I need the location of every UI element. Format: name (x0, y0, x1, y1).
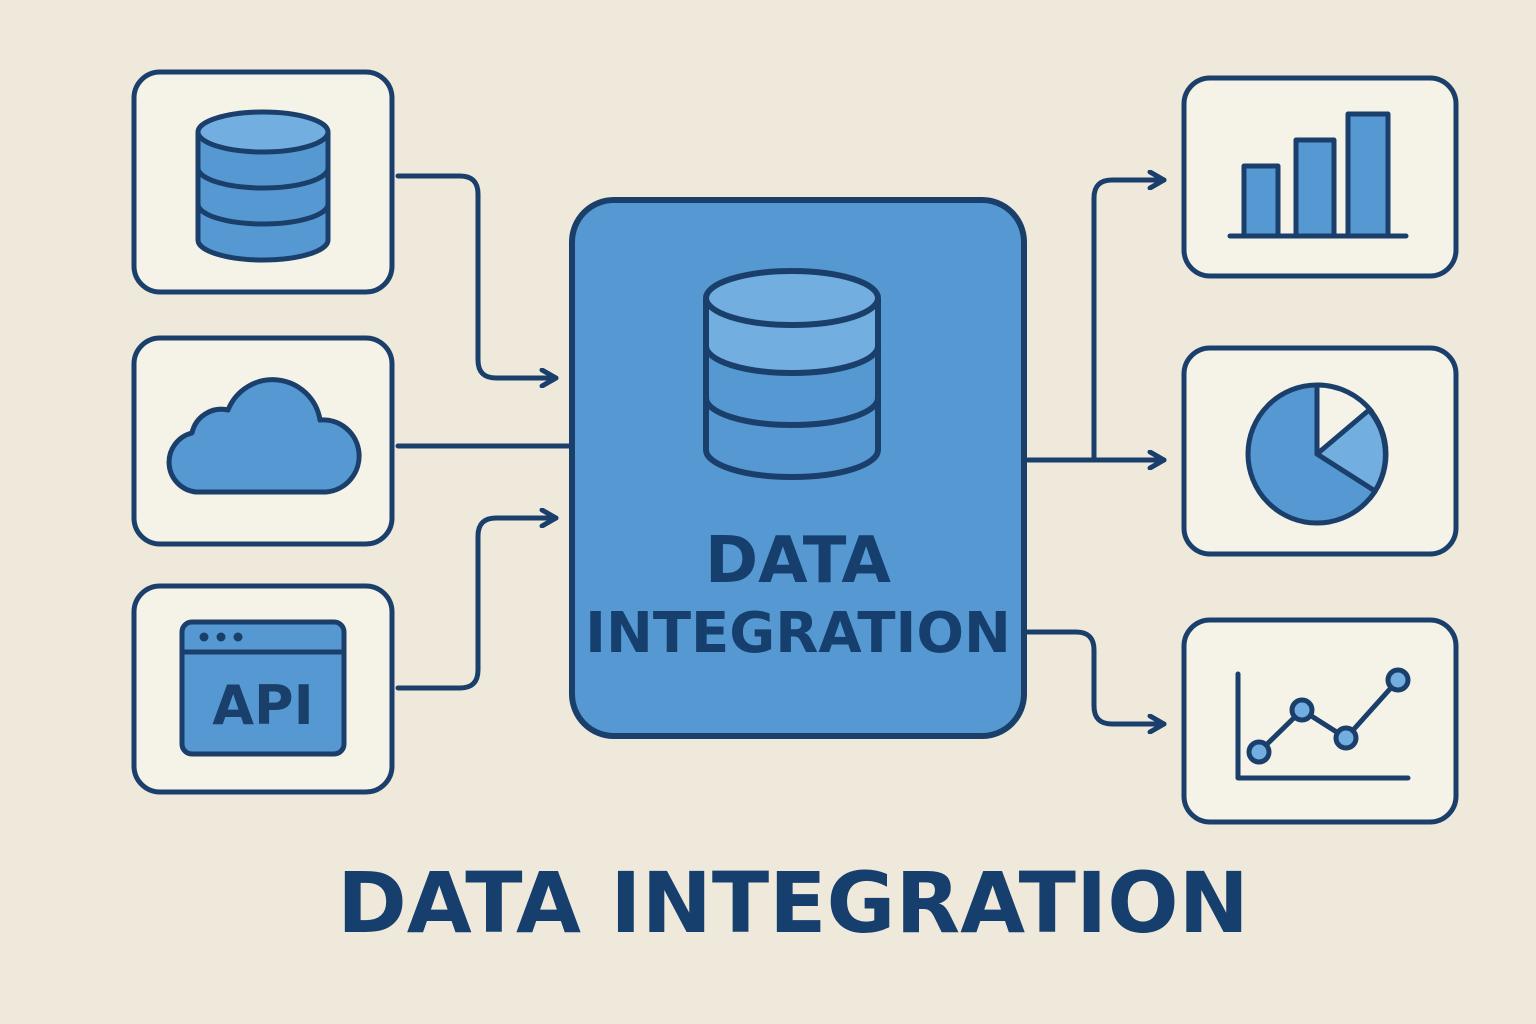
integration-hub: DATA INTEGRATION (569, 197, 1027, 739)
hub-database-icon (703, 268, 881, 480)
source-card-cloud (131, 335, 395, 547)
connector-api-to-hub (395, 518, 559, 691)
line-chart-icon (1235, 667, 1411, 781)
cloud-icon (166, 377, 362, 495)
output-card-pie-chart (1181, 345, 1459, 557)
pie-chart-icon (1245, 382, 1389, 526)
hub-title-line2: INTEGRATION (585, 601, 1011, 666)
connector-database-to-hub (395, 173, 559, 378)
connectors (395, 173, 1167, 724)
output-card-line-chart (1181, 617, 1459, 825)
caption-title: DATA INTEGRATION (337, 854, 1249, 952)
database-icon (195, 109, 331, 263)
source-card-database (131, 69, 395, 295)
source-card-api: API (131, 583, 395, 795)
bar-chart-icon (1227, 111, 1409, 239)
api-window-icon: API (179, 619, 347, 757)
connector-hub-to-bar (1091, 180, 1167, 463)
hub-title-line1: DATA (705, 524, 891, 598)
output-card-bar-chart (1181, 75, 1459, 279)
connector-hub-to-line (1025, 629, 1167, 724)
api-label: API (212, 674, 313, 737)
